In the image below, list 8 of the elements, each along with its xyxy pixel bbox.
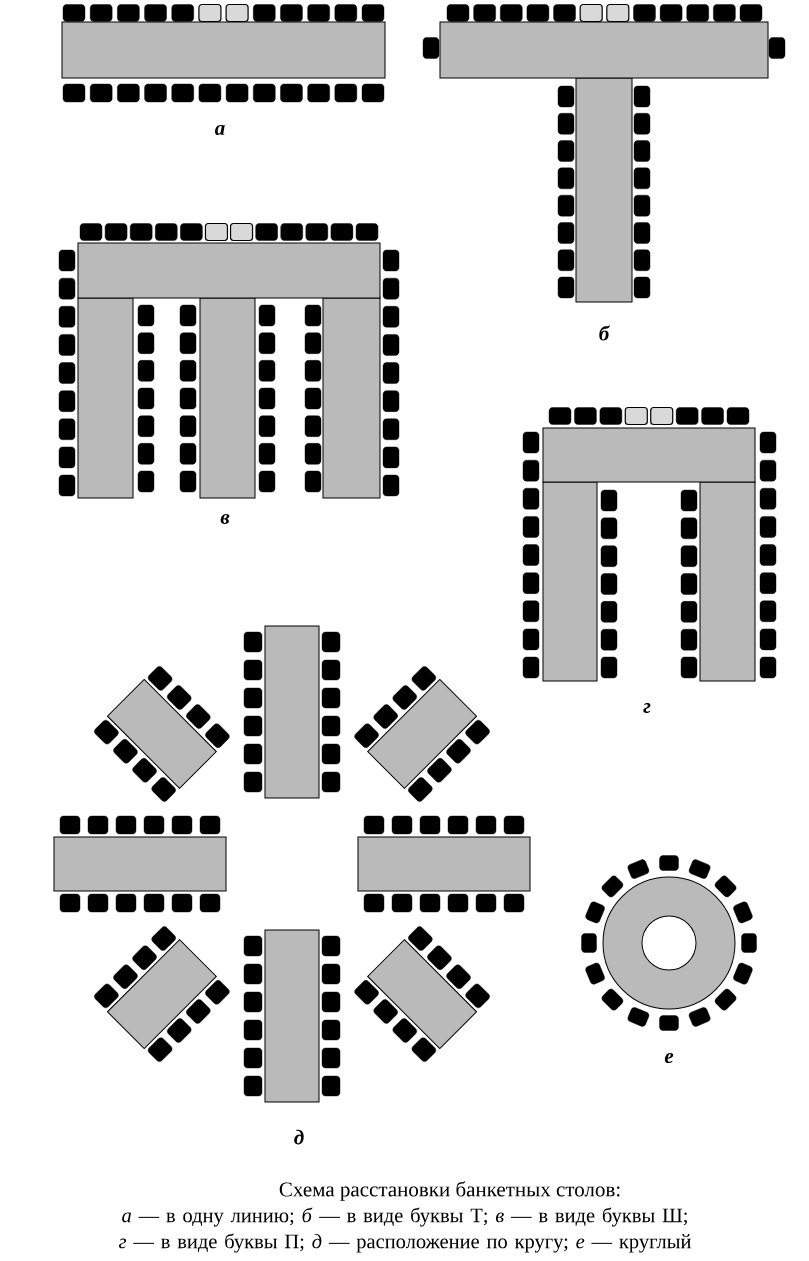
panel-letter: в [220, 513, 230, 525]
panel-letter: а [215, 124, 225, 136]
panel-letter: г [643, 703, 651, 714]
title: Схема расстановки банкетных столов: [279, 1181, 620, 1201]
panel-letter: б [599, 325, 610, 341]
panel-letter: е [664, 1052, 674, 1064]
panel-letter: д [294, 1129, 304, 1145]
caption: а — в одну линию; б — в виде буквы Т; в — в виде буквы Ш; г — в виде буквы П; д — расположение по кругу; е — круглый [118, 1207, 691, 1253]
